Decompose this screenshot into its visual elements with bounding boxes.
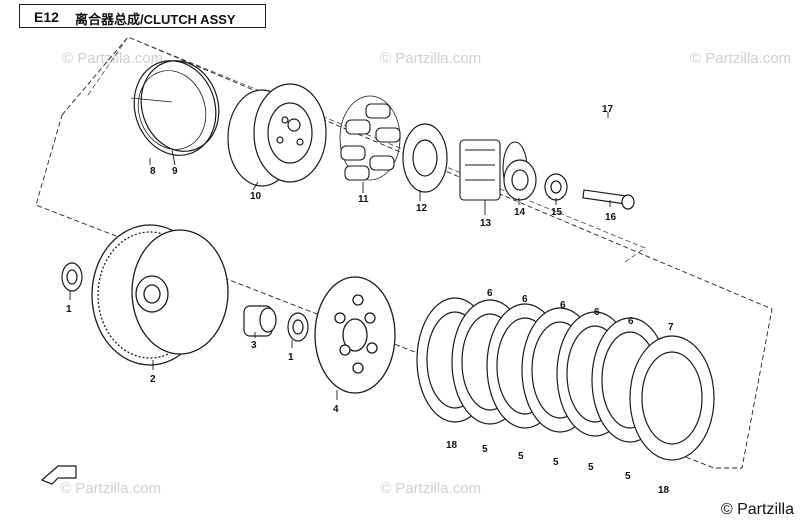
- forward-arrow-icon: [40, 465, 77, 485]
- part-rings-8-9: [130, 60, 220, 156]
- callout-1: 1: [288, 352, 294, 363]
- callout-15: 15: [551, 207, 563, 218]
- leader-lines: [69, 112, 611, 400]
- callout-18: 18: [446, 440, 458, 451]
- callout-3: 3: [251, 340, 257, 351]
- callout-2: 2: [150, 374, 156, 385]
- callout-17: 17: [602, 104, 614, 115]
- part-washer-1a: [61, 262, 83, 292]
- watermark: © Partzilla.com: [690, 50, 791, 67]
- assembly-boundary: [35, 36, 773, 469]
- part-washer-15: [544, 173, 568, 201]
- callout-5: 5: [588, 462, 594, 473]
- callout-8: 8: [150, 166, 156, 177]
- part-bearing-14: [503, 159, 537, 201]
- callout-18: 18: [658, 485, 670, 496]
- part-plate-12: [402, 123, 448, 193]
- callout-6: 6: [487, 288, 493, 299]
- upper-group-boundary: [87, 36, 646, 263]
- part-pressure-plate-4: [314, 276, 396, 394]
- part-clutch-plate-stack: [416, 297, 715, 461]
- callout-4: 4: [333, 404, 339, 415]
- part-outer-basket-2: [91, 224, 229, 366]
- diagram-code: E12: [34, 9, 59, 25]
- callout-5: 5: [482, 444, 488, 455]
- callout-9: 9: [172, 166, 178, 177]
- callout-5: 5: [625, 471, 631, 482]
- callout-6: 6: [594, 307, 600, 318]
- watermark: © Partzilla.com: [380, 50, 481, 67]
- callout-1: 1: [66, 304, 72, 315]
- part-clutch-hub-10: [227, 83, 327, 187]
- watermark: © Partzilla.com: [380, 480, 481, 497]
- callout-labels: 8 9 10 11 12 13 14 15 16 17 1 2 3 1 4 6 …: [66, 104, 674, 496]
- diagram-title: 离合器总成/CLUTCH ASSY: [75, 12, 236, 27]
- callout-10: 10: [250, 191, 262, 202]
- watermarks: © Partzilla.com © Partzilla.com © Partzi…: [60, 50, 791, 497]
- callout-16: 16: [605, 212, 617, 223]
- part-sleeve-3: [243, 305, 277, 337]
- callout-14: 14: [514, 207, 526, 218]
- callout-6: 6: [628, 316, 634, 327]
- watermark: © Partzilla.com: [60, 480, 161, 497]
- part-springs-11: [339, 95, 401, 181]
- callout-6: 6: [560, 300, 566, 311]
- callout-5: 5: [553, 457, 559, 468]
- callout-6: 6: [522, 294, 528, 305]
- callout-13: 13: [480, 218, 492, 229]
- callout-7: 7: [668, 322, 674, 333]
- callout-12: 12: [416, 203, 428, 214]
- callout-11: 11: [358, 194, 369, 205]
- diagram-title-box: E12 离合器总成/CLUTCH ASSY: [19, 4, 266, 28]
- callout-5: 5: [518, 451, 524, 462]
- watermark: © Partzilla.com: [62, 50, 163, 67]
- copyright-text: © Partzilla: [720, 501, 794, 518]
- part-bolt-16: [582, 189, 635, 210]
- part-washer-1b: [287, 312, 309, 342]
